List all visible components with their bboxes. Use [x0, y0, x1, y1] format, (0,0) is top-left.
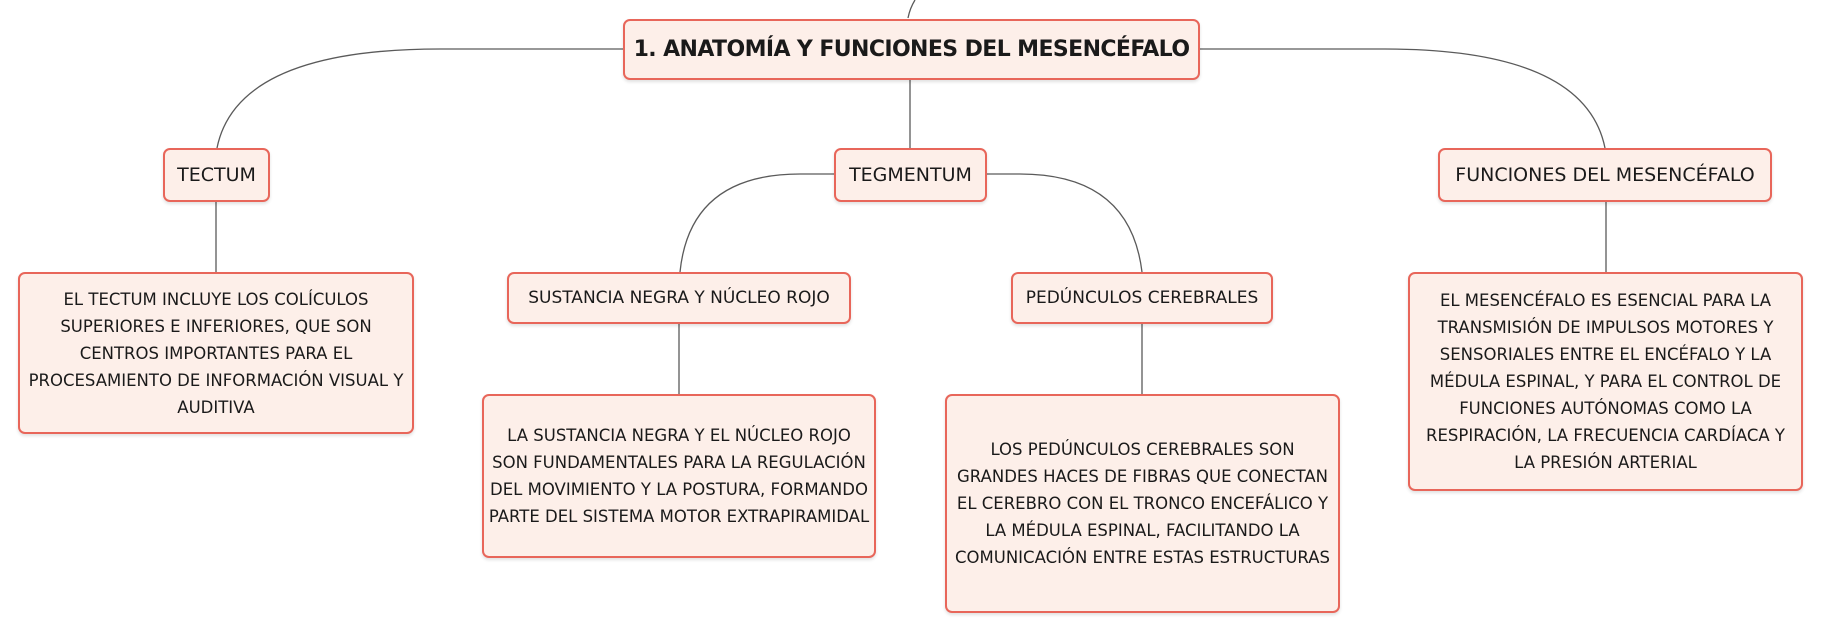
pedunculos-detail-text: LOS PEDÚNCULOS CEREBRALES SON GRANDES HA… [955, 440, 1330, 567]
connector-root-funciones [1199, 48, 1606, 149]
connector-parent-root [907, 0, 916, 19]
funciones-detail-text: EL MESENCÉFALO ES ESENCIAL PARA LA TRANS… [1426, 291, 1785, 472]
sustancia-label: SUSTANCIA NEGRA Y NÚCLEO ROJO [528, 288, 830, 308]
pedunculos-detail-node[interactable]: LOS PEDÚNCULOS CEREBRALES SON GRANDES HA… [945, 394, 1340, 613]
tectum-node[interactable]: TECTUM [163, 148, 270, 202]
pedunculos-node[interactable]: PEDÚNCULOS CEREBRALES [1011, 272, 1273, 324]
tectum-detail-text: EL TECTUM INCLUYE LOS COLÍCULOS SUPERIOR… [28, 289, 404, 417]
root-label: 1. ANATOMÍA Y FUNCIONES DEL MESENCÉFALO [633, 37, 1190, 62]
tegmentum-node[interactable]: TEGMENTUM [834, 148, 987, 202]
funciones-detail-node[interactable]: EL MESENCÉFALO ES ESENCIAL PARA LA TRANS… [1408, 272, 1803, 491]
connector-root-tectum [216, 48, 623, 149]
pedunculos-label: PEDÚNCULOS CEREBRALES [1025, 288, 1259, 308]
tectum-label: TECTUM [177, 164, 256, 186]
funciones-node[interactable]: FUNCIONES DEL MESENCÉFALO [1438, 148, 1772, 202]
tegmentum-label: TEGMENTUM [849, 164, 972, 186]
connector-tegmentum-sustancia [679, 173, 834, 273]
sustancia-detail-node[interactable]: LA SUSTANCIA NEGRA Y EL NÚCLEO ROJO SON … [482, 394, 876, 558]
sustancia-detail-text: LA SUSTANCIA NEGRA Y EL NÚCLEO ROJO SON … [488, 426, 870, 526]
root-node[interactable]: 1. ANATOMÍA Y FUNCIONES DEL MESENCÉFALO [623, 19, 1200, 80]
connector-tegmentum-pedunculos [987, 173, 1143, 273]
sustancia-node[interactable]: SUSTANCIA NEGRA Y NÚCLEO ROJO [507, 272, 851, 324]
tectum-detail-node[interactable]: EL TECTUM INCLUYE LOS COLÍCULOS SUPERIOR… [18, 272, 414, 434]
funciones-label: FUNCIONES DEL MESENCÉFALO [1455, 164, 1755, 186]
